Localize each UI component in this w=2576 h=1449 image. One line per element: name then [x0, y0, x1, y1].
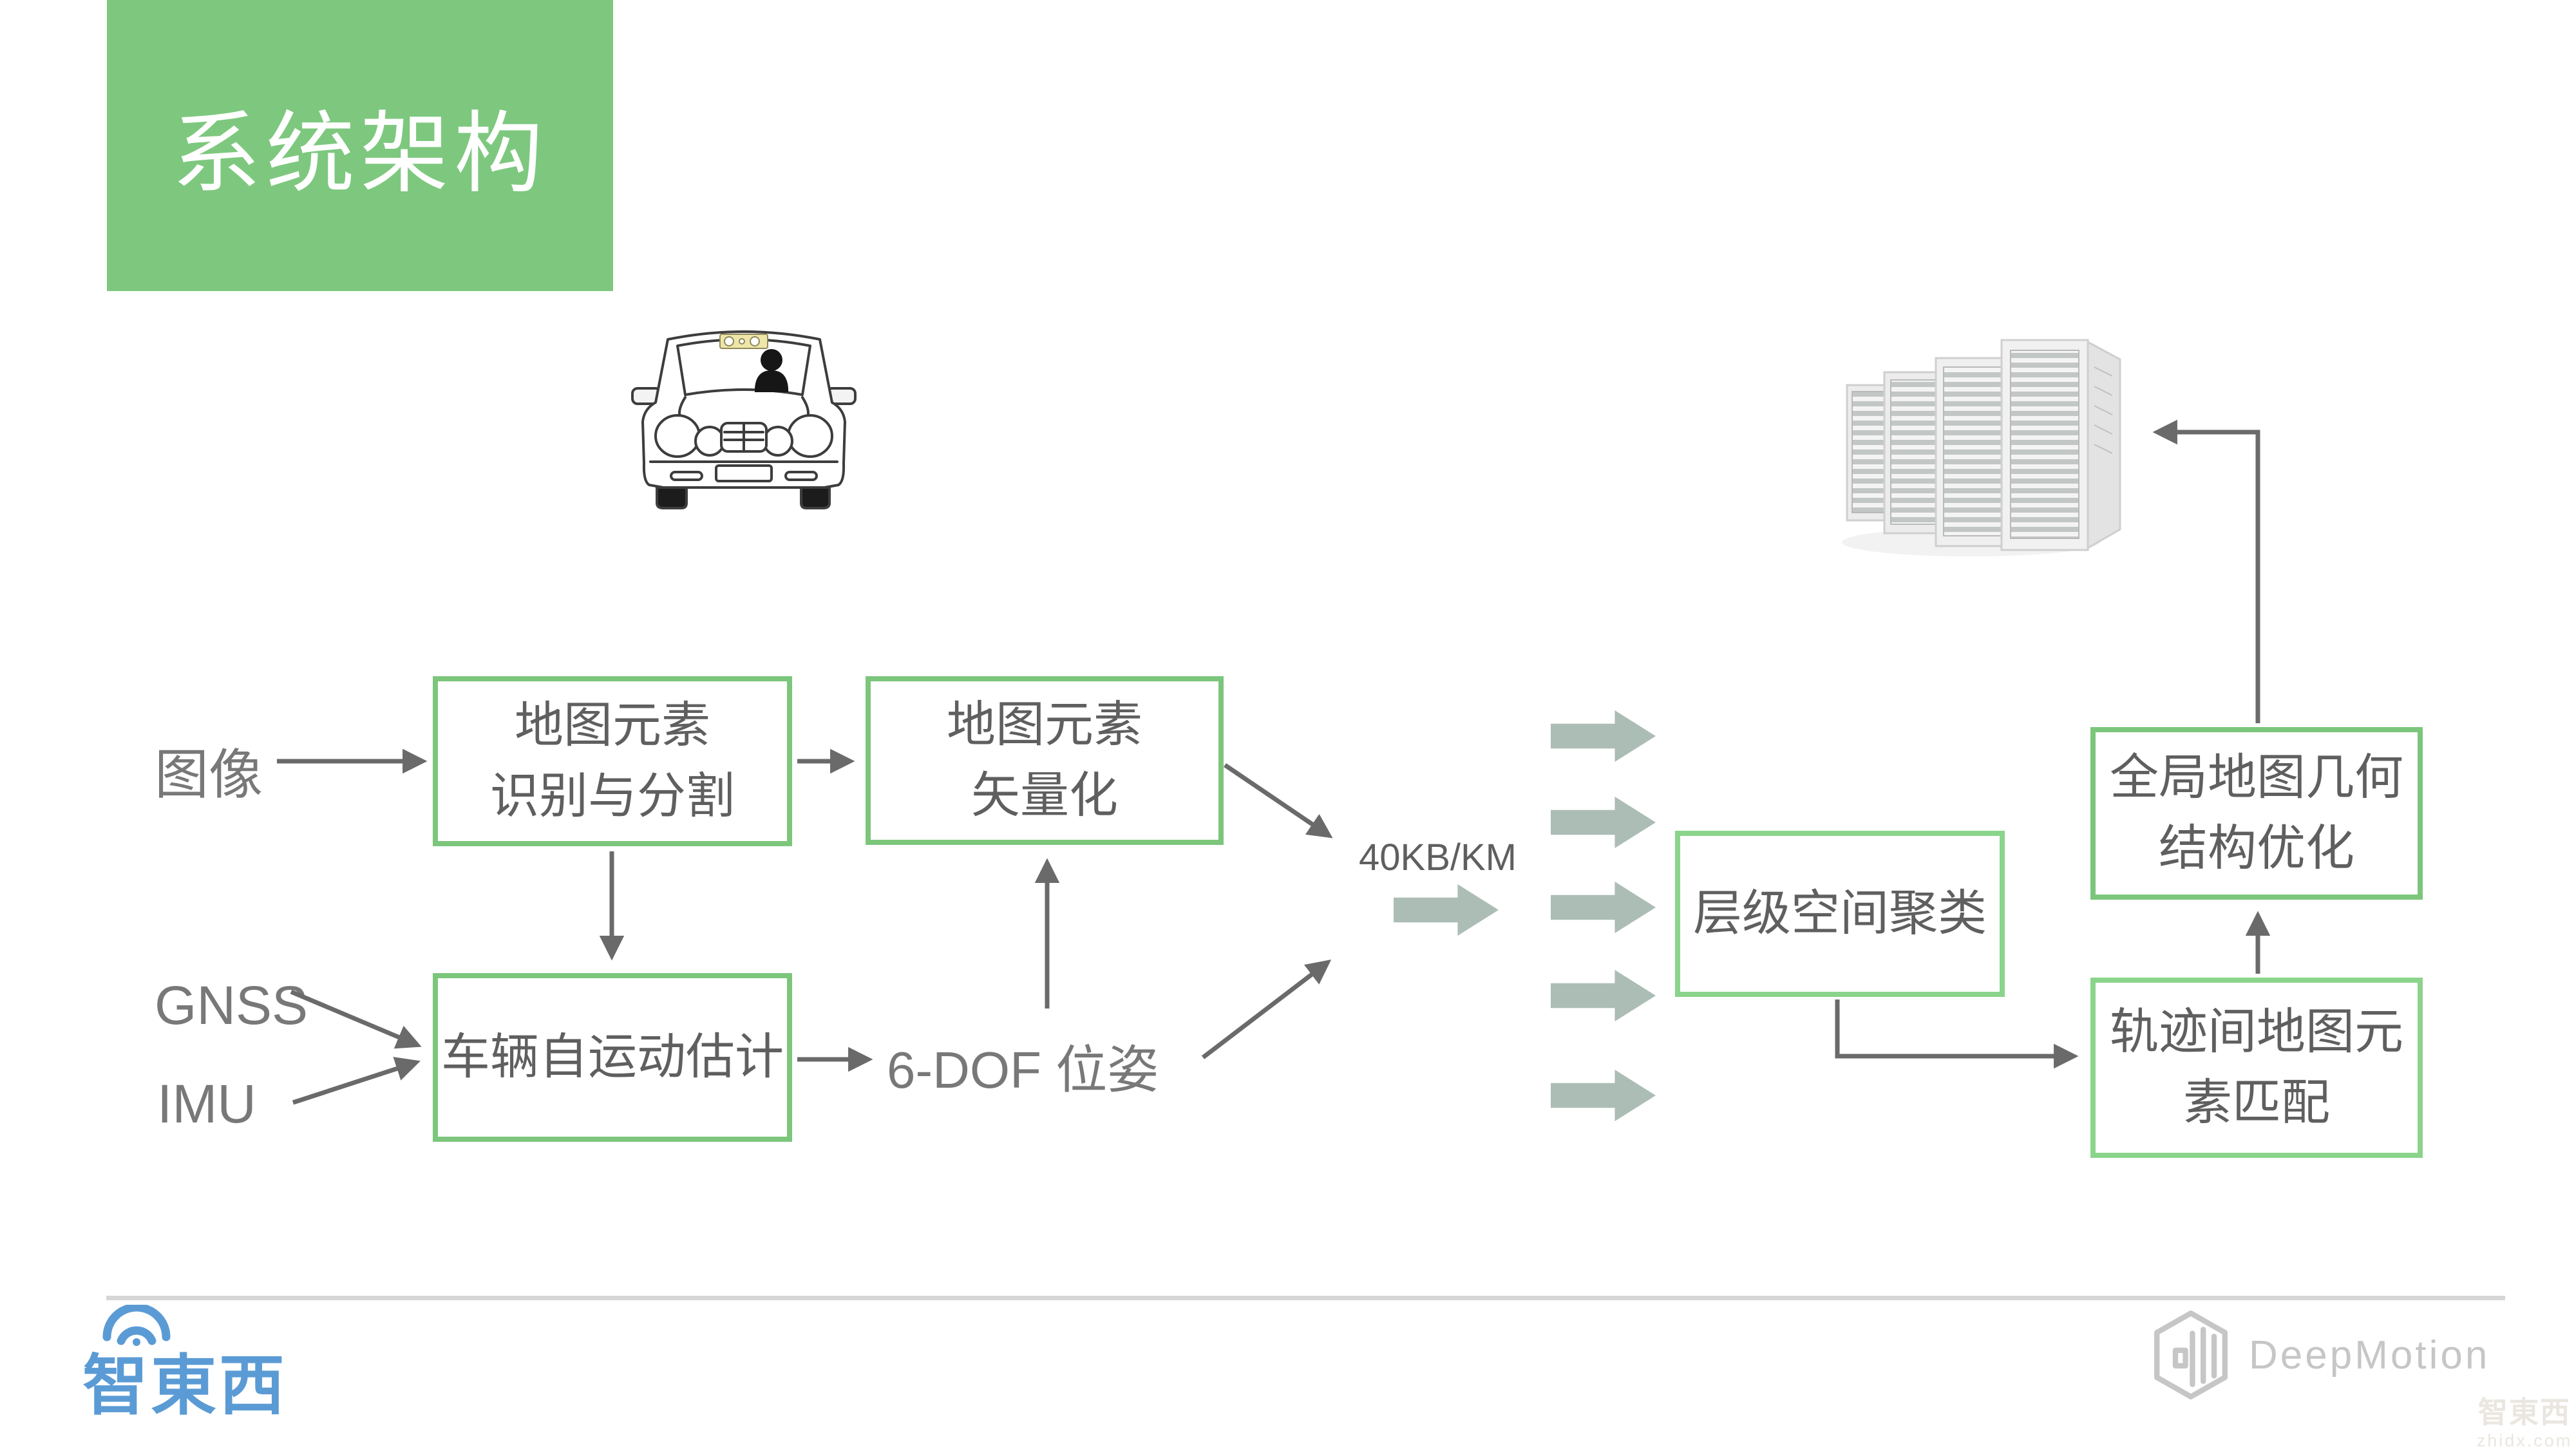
- flow-block-arrow: [1551, 1070, 1656, 1121]
- box-text-line: 轨迹间地图元: [2110, 1004, 2403, 1059]
- label-gnss-input: GNSS: [155, 975, 308, 1036]
- flow-block-arrow: [1551, 710, 1656, 762]
- watermark-name: 智東西: [2478, 1396, 2571, 1429]
- footer-divider: [106, 1296, 2505, 1300]
- box-hierarchical-clustering: 层级空间聚类: [1675, 831, 2005, 997]
- upload-block-arrow: [1394, 884, 1499, 936]
- box-text-line: 素匹配: [2183, 1075, 2330, 1130]
- zhidx-logo: 智東西: [82, 1305, 327, 1423]
- hexagon-cube-icon: [2154, 1311, 2228, 1399]
- box-global-map-optimization: 全局地图几何 结构优化: [2090, 727, 2423, 900]
- wifi-icon: [102, 1305, 171, 1346]
- watermark-site: zhidx.com: [2476, 1431, 2573, 1449]
- box-vehicle-ego-motion: 车辆自运动估计: [433, 973, 792, 1142]
- zhidx-logo-text: 智東西: [82, 1349, 287, 1423]
- label-bandwidth: 40KB/KM: [1359, 837, 1517, 878]
- box-text-line: 地图元素: [515, 697, 710, 753]
- label-image-input: 图像: [155, 744, 263, 805]
- label-6dof-pose: 6-DOF 位姿: [887, 1041, 1159, 1099]
- box-text-line: 层级空间聚类: [1693, 886, 1987, 941]
- box-text-line: 结构优化: [2159, 821, 2354, 876]
- car-icon: [631, 312, 857, 515]
- page-title: 系统架构: [171, 104, 548, 204]
- flow-block-arrow: [1551, 882, 1656, 933]
- box-text-line: 矢量化: [971, 768, 1118, 823]
- zhidx-watermark: 智東西 zhidx.com: [2473, 1395, 2576, 1449]
- deepmotion-logo-text: DeepMotion: [2249, 1332, 2490, 1378]
- box-trajectory-matching: 轨迹间地图元 素匹配: [2090, 978, 2423, 1158]
- box-text-line: 车辆自运动估计: [441, 1029, 784, 1084]
- server-icon: [1842, 303, 2145, 564]
- box-text-line: 全局地图几何: [2110, 750, 2403, 805]
- label-imu-input: IMU: [157, 1074, 256, 1134]
- box-map-element-vectorization: 地图元素 矢量化: [866, 676, 1224, 845]
- box-text-line: 地图元素: [947, 697, 1142, 752]
- box-map-element-recognition: 地图元素 识别与分割: [433, 676, 792, 846]
- deepmotion-logo: DeepMotion: [2152, 1310, 2490, 1400]
- box-text-line: 识别与分割: [490, 769, 735, 824]
- flow-block-arrow: [1551, 970, 1656, 1021]
- title-banner: 系统架构: [107, 0, 613, 291]
- flow-block-arrow: [1551, 797, 1656, 848]
